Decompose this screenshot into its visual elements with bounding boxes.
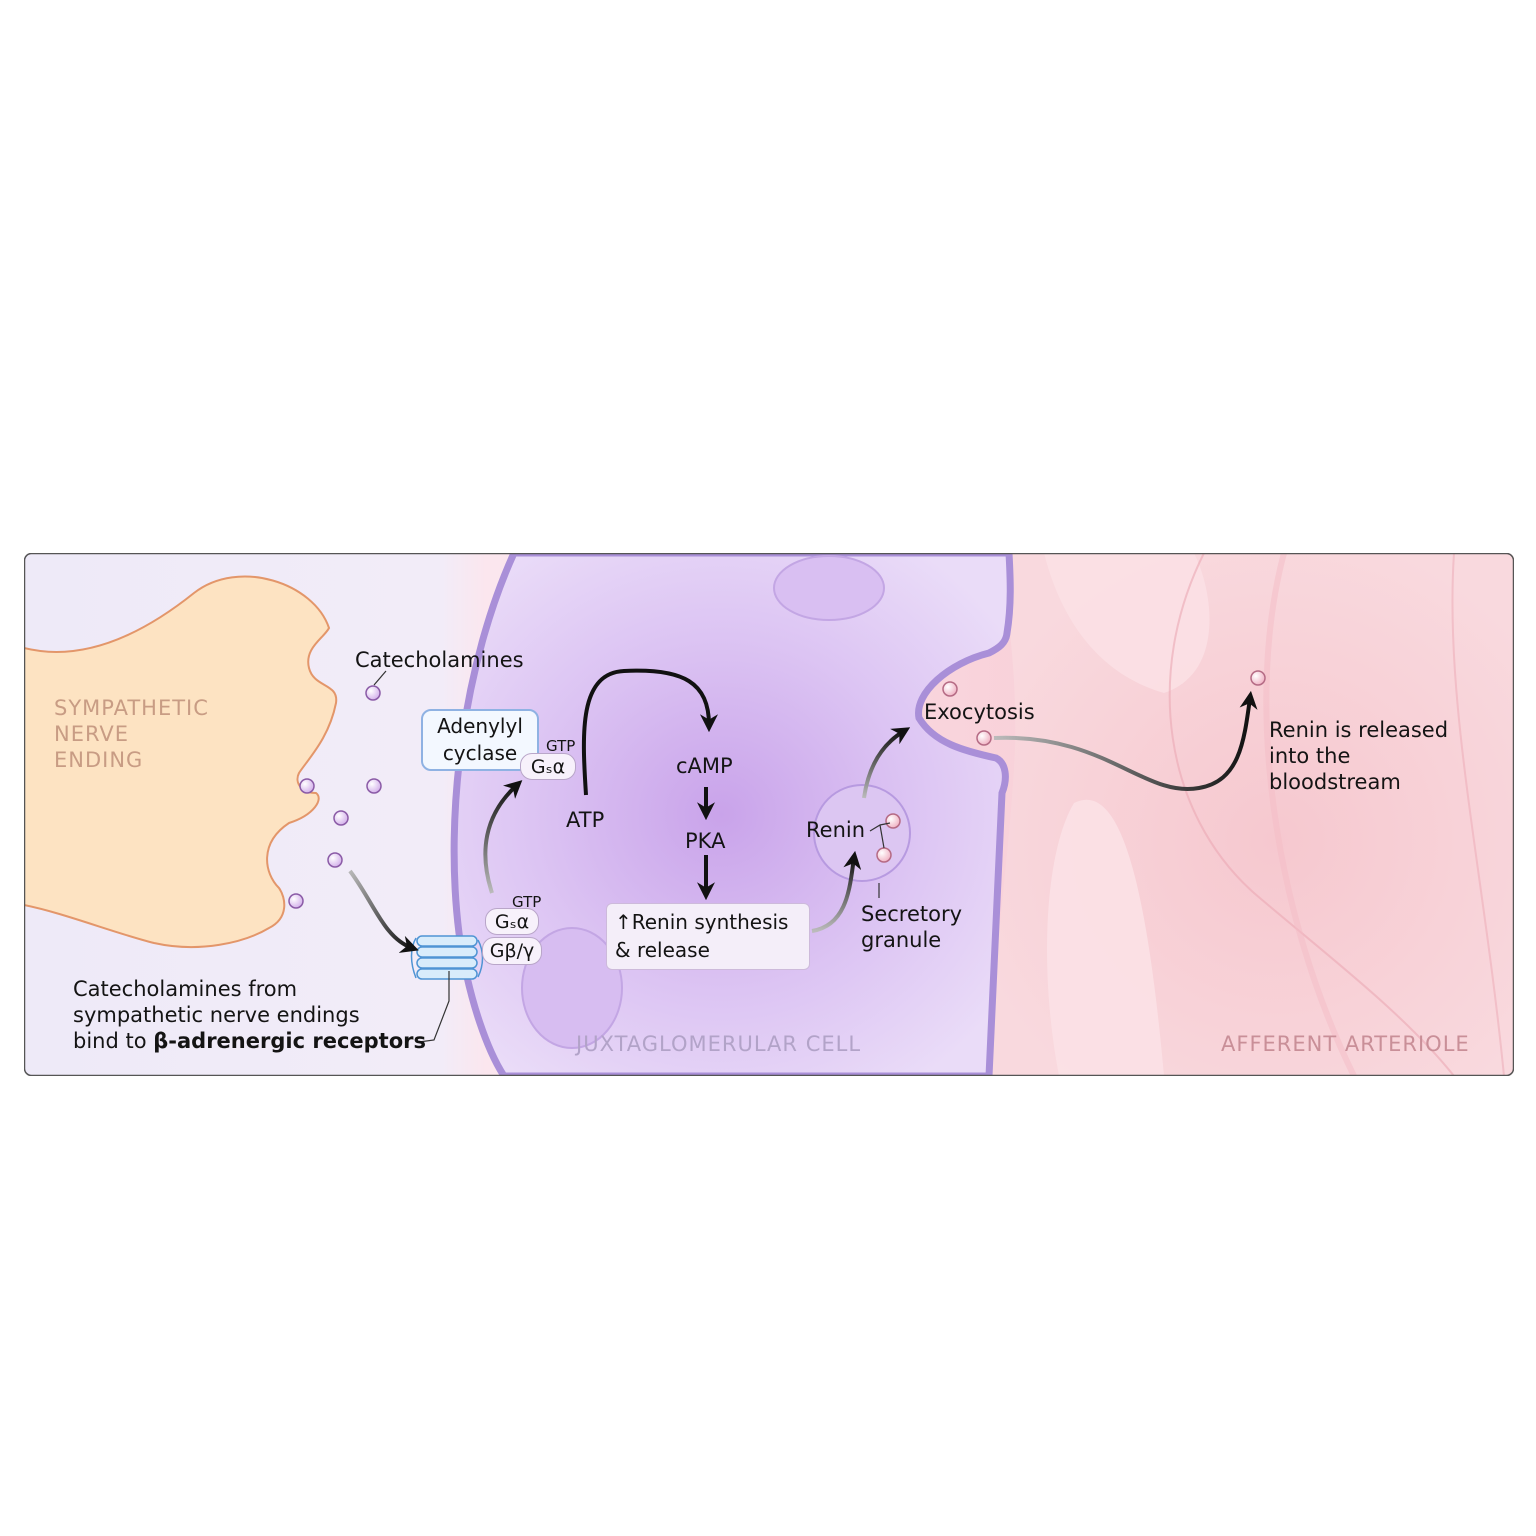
gtp-label-top: GTP [546,737,576,755]
pathway-arrows [348,668,1258,953]
renin-synthesis-box: ↑Renin synthesis & release [606,903,810,970]
gs-alpha-bottom-label: Gₛα [494,911,530,933]
nerve-region-label: SYMPATHETIC NERVE ENDING [54,696,209,772]
catecholamine-leader [373,670,387,686]
secretory-granule-label: Secretory granule [861,902,963,952]
catecholamine-molecules [288,685,382,909]
camp-label: cAMP [676,754,733,778]
renin-release-diagram: SYMPATHETIC NERVE ENDING JUXTAGLOMERULAR… [24,553,1514,1076]
exocytosis-label: Exocytosis [924,700,1035,724]
adenylyl-cyclase: Adenylyl cyclase [421,709,539,771]
renin-label: Renin [806,818,866,842]
sympathetic-nerve-ending [24,575,338,948]
beta-adrenergic-receptor [410,935,484,980]
cell-region-label: JUXTAGLOMERULAR CELL [576,1032,862,1056]
gs-alpha-top: Gₛα [520,753,576,780]
gs-alpha-bottom: Gₛα [485,908,539,935]
diagram-artwork [24,553,1514,1076]
binding-note-line2: sympathetic nerve endings [73,1003,360,1027]
diagram-frame [24,553,1514,1076]
exocytosis-renin-molecules [942,670,1266,746]
arteriole-region-label: AFFERENT ARTERIOLE [1221,1032,1470,1056]
renin-synthesis-label: ↑Renin synthesis & release [615,910,789,962]
gtp-label-bottom: GTP [512,893,542,911]
binding-note: Catecholamines from sympathetic nerve en… [73,976,426,1054]
renin-released-label: Renin is released into the bloodstream [1269,718,1449,794]
g-beta-gamma-label: Gβ/γ [489,940,535,962]
juxtaglomerular-cell [450,553,1014,1076]
binding-note-line3-prefix: bind to [73,1029,154,1053]
g-beta-gamma: Gβ/γ [482,937,542,965]
atp-label: ATP [566,808,605,832]
binding-note-line1: Catecholamines from [73,977,298,1001]
afferent-arteriole [984,553,1514,1076]
adenylyl-cyclase-label: Adenylyl cyclase [437,714,523,765]
gs-alpha-top-label: Gₛα [530,756,566,778]
pka-label: PKA [685,829,726,853]
catecholamines-label: Catecholamines [355,648,524,672]
secretory-granule [813,784,911,898]
receptor-leader [418,971,450,1043]
beta-adrenergic-receptors-label: β-adrenergic receptors [153,1029,426,1053]
